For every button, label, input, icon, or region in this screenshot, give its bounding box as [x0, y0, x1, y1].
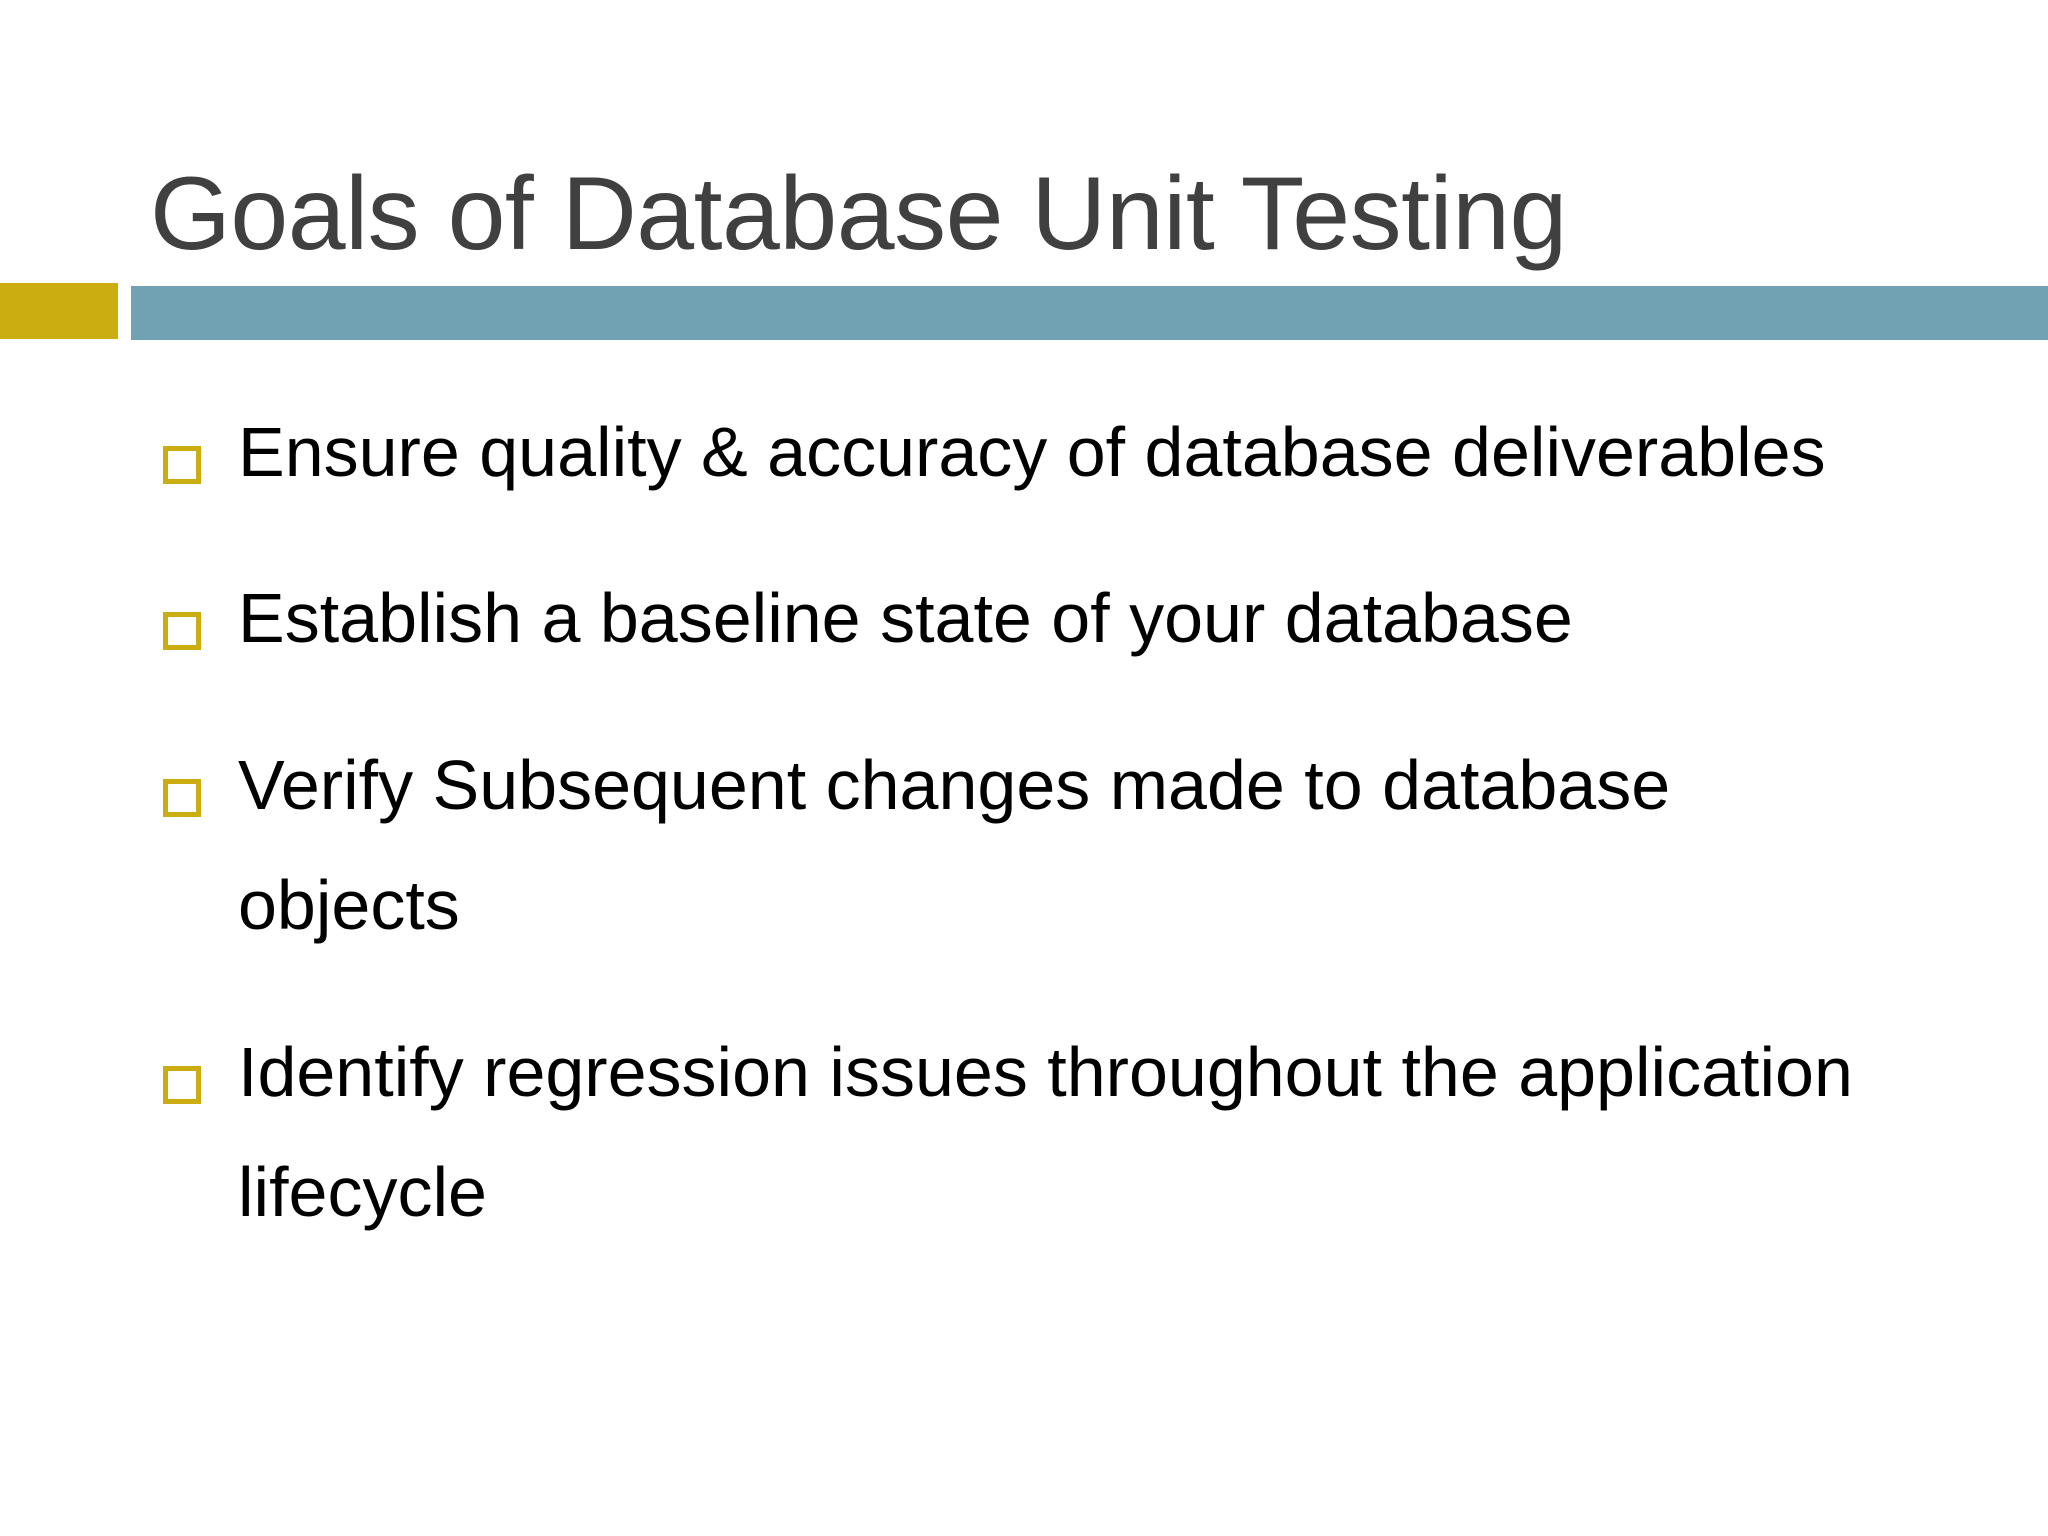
gold-accent-block — [0, 283, 118, 339]
list-item: Identify regression issues throughout th… — [0, 1012, 2048, 1253]
title-divider — [0, 283, 2048, 341]
square-bullet-icon — [163, 612, 201, 651]
bullet-list: Ensure quality & accuracy of database de… — [0, 392, 2048, 1298]
list-item-label: Identify regression issues throughout th… — [238, 1032, 1853, 1231]
list-item: Verify Subsequent changes made to databa… — [0, 725, 2048, 966]
list-item: Ensure quality & accuracy of database de… — [0, 392, 2048, 512]
list-item-label: Verify Subsequent changes made to databa… — [238, 745, 1671, 945]
square-bullet-icon — [163, 778, 201, 817]
square-bullet-icon — [163, 1065, 201, 1104]
page-title: Goals of Database Unit Testing — [150, 155, 1567, 272]
list-item-label: Establish a baseline state of your datab… — [238, 579, 1573, 658]
square-bullet-icon — [163, 446, 201, 484]
list-item-label: Ensure quality & accuracy of database de… — [238, 413, 1826, 491]
teal-divider-bar — [131, 286, 2048, 340]
list-item: Establish a baseline state of your datab… — [0, 558, 2048, 678]
